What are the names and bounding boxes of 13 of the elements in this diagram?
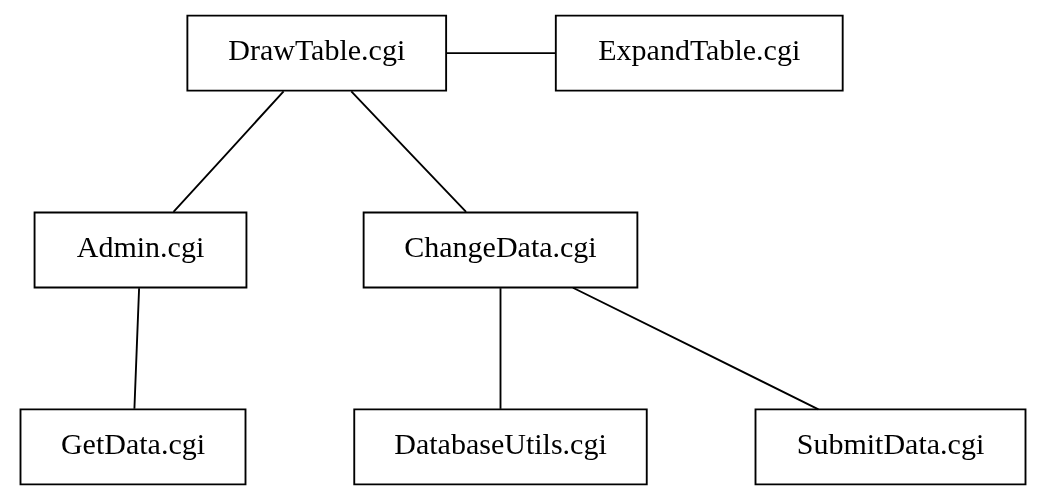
node-box: Admin.cgi	[33, 211, 248, 289]
connector	[350, 90, 468, 213]
node-box: SubmitData.cgi	[754, 408, 1027, 486]
node-box: ExpandTable.cgi	[554, 14, 844, 92]
connector	[445, 52, 557, 55]
node-box: DrawTable.cgi	[186, 14, 448, 92]
connector	[572, 286, 820, 411]
node-box: GetData.cgi	[19, 408, 247, 486]
node-box: DatabaseUtils.cgi	[353, 408, 648, 486]
connector	[172, 90, 285, 213]
connector	[499, 287, 502, 410]
connector	[133, 287, 141, 410]
node-box: ChangeData.cgi	[362, 211, 639, 289]
